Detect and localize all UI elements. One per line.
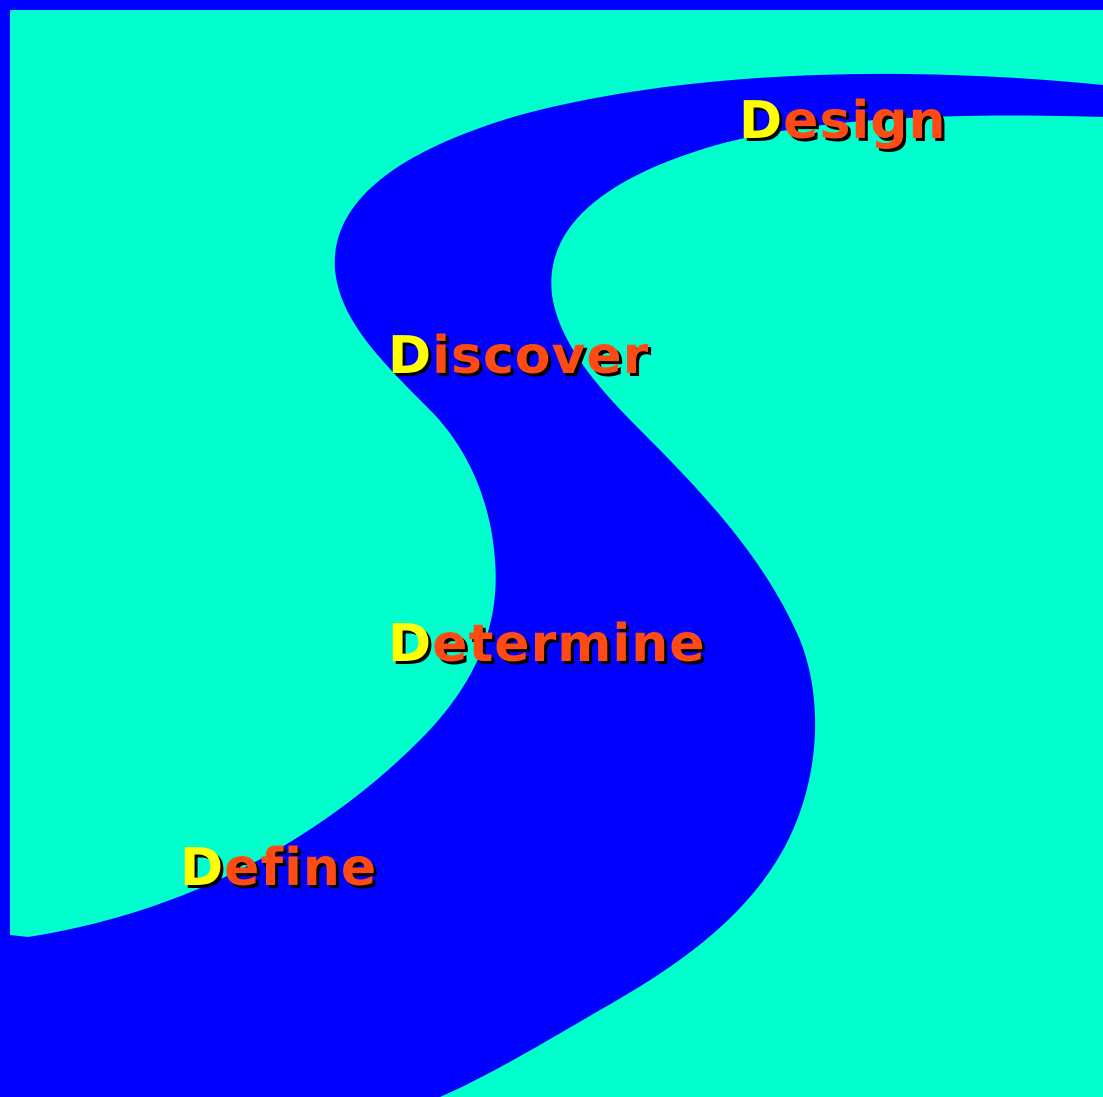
step-design-initial: D [739, 91, 783, 151]
step-discover-initial: D [388, 326, 432, 386]
step-discover-label: Discover [388, 326, 649, 386]
step-determine-initial: D [388, 614, 432, 674]
step-define-rest: efine [224, 838, 377, 898]
step-define-label: Define [180, 838, 377, 898]
step-design: Design Design [739, 91, 949, 154]
step-discover: Discover Discover [388, 326, 652, 389]
step-determine-label: Determine [388, 614, 706, 674]
step-define-initial: D [180, 838, 224, 898]
step-define: Define Define [180, 838, 380, 901]
step-determine: Determine Determine [388, 614, 709, 677]
step-design-rest: esign [783, 91, 946, 151]
step-determine-rest: etermine [432, 614, 705, 674]
step-design-label: Design [739, 91, 946, 151]
step-discover-rest: iscover [432, 326, 649, 386]
